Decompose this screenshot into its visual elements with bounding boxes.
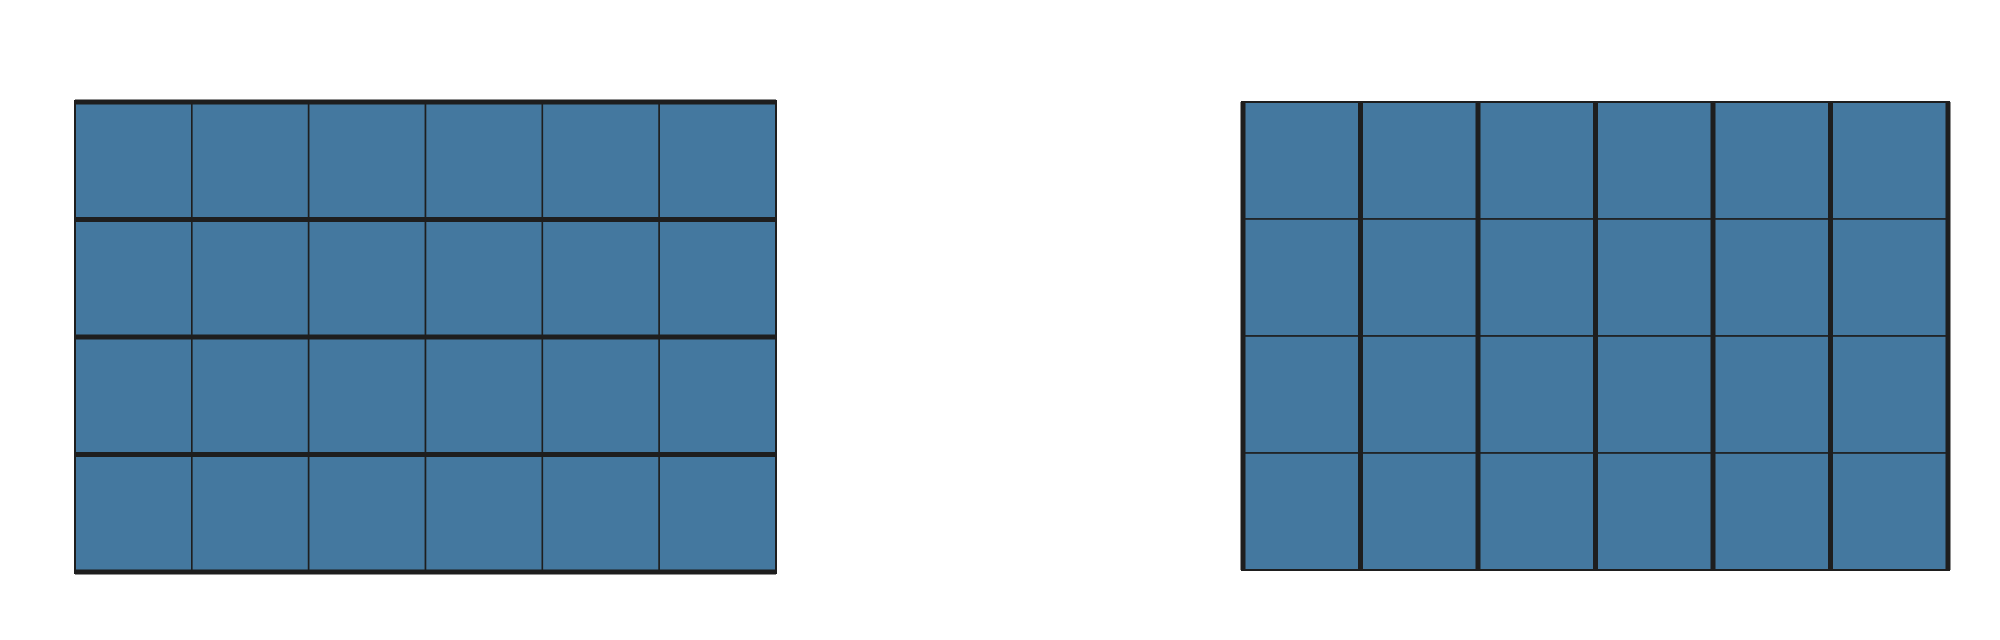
grid-cell [424, 453, 544, 573]
grid-cell [307, 336, 427, 456]
grid-cell [541, 336, 660, 456]
grid-cell [1242, 452, 1362, 571]
right-grid [1240, 101, 1951, 571]
grid-cell [1829, 452, 1949, 571]
left-grid [74, 99, 777, 575]
grid-cell [424, 218, 544, 338]
grid-cell [1829, 218, 1949, 337]
grid-cell [1829, 335, 1949, 454]
grid-cell [1712, 335, 1832, 454]
grid-cell [1594, 218, 1714, 337]
grid-cell [74, 218, 193, 338]
grid-cell [1712, 452, 1832, 571]
grid-cell [74, 101, 193, 221]
grid-cell [658, 336, 777, 456]
grid-cell [1477, 218, 1597, 337]
grid-cell [1359, 335, 1479, 454]
grid-cell [424, 336, 544, 456]
grid-cell [1242, 101, 1362, 220]
grid-cell [1594, 335, 1714, 454]
grid-cell [74, 453, 193, 573]
grid-cell [307, 218, 427, 338]
grid-cell [74, 336, 193, 456]
grid-cell [541, 453, 660, 573]
grid-cell [541, 218, 660, 338]
grid-cell [658, 453, 777, 573]
grid-cell [1242, 218, 1362, 337]
grid-cell [658, 101, 777, 221]
grid-cell [1477, 101, 1597, 220]
grid-cell [307, 453, 427, 573]
grid-cell [191, 101, 310, 221]
grid-cell [1359, 452, 1479, 571]
grid-cell [1829, 101, 1949, 220]
grid-cell [191, 453, 310, 573]
grid-cell [1712, 101, 1832, 220]
grid-cell [1477, 452, 1597, 571]
grid-cell [1712, 218, 1832, 337]
grid-cell [541, 101, 660, 221]
grid-cell [1594, 452, 1714, 571]
grid-cell [1477, 335, 1597, 454]
grid-cell [1359, 101, 1479, 220]
grid-cell [1242, 335, 1362, 454]
grid-cell [307, 101, 427, 221]
grid-cell [424, 101, 544, 221]
grid-cell [1359, 218, 1479, 337]
grid-cell [191, 336, 310, 456]
grid-cell [658, 218, 777, 338]
grid-cell [191, 218, 310, 338]
grid-cell [1594, 101, 1714, 220]
